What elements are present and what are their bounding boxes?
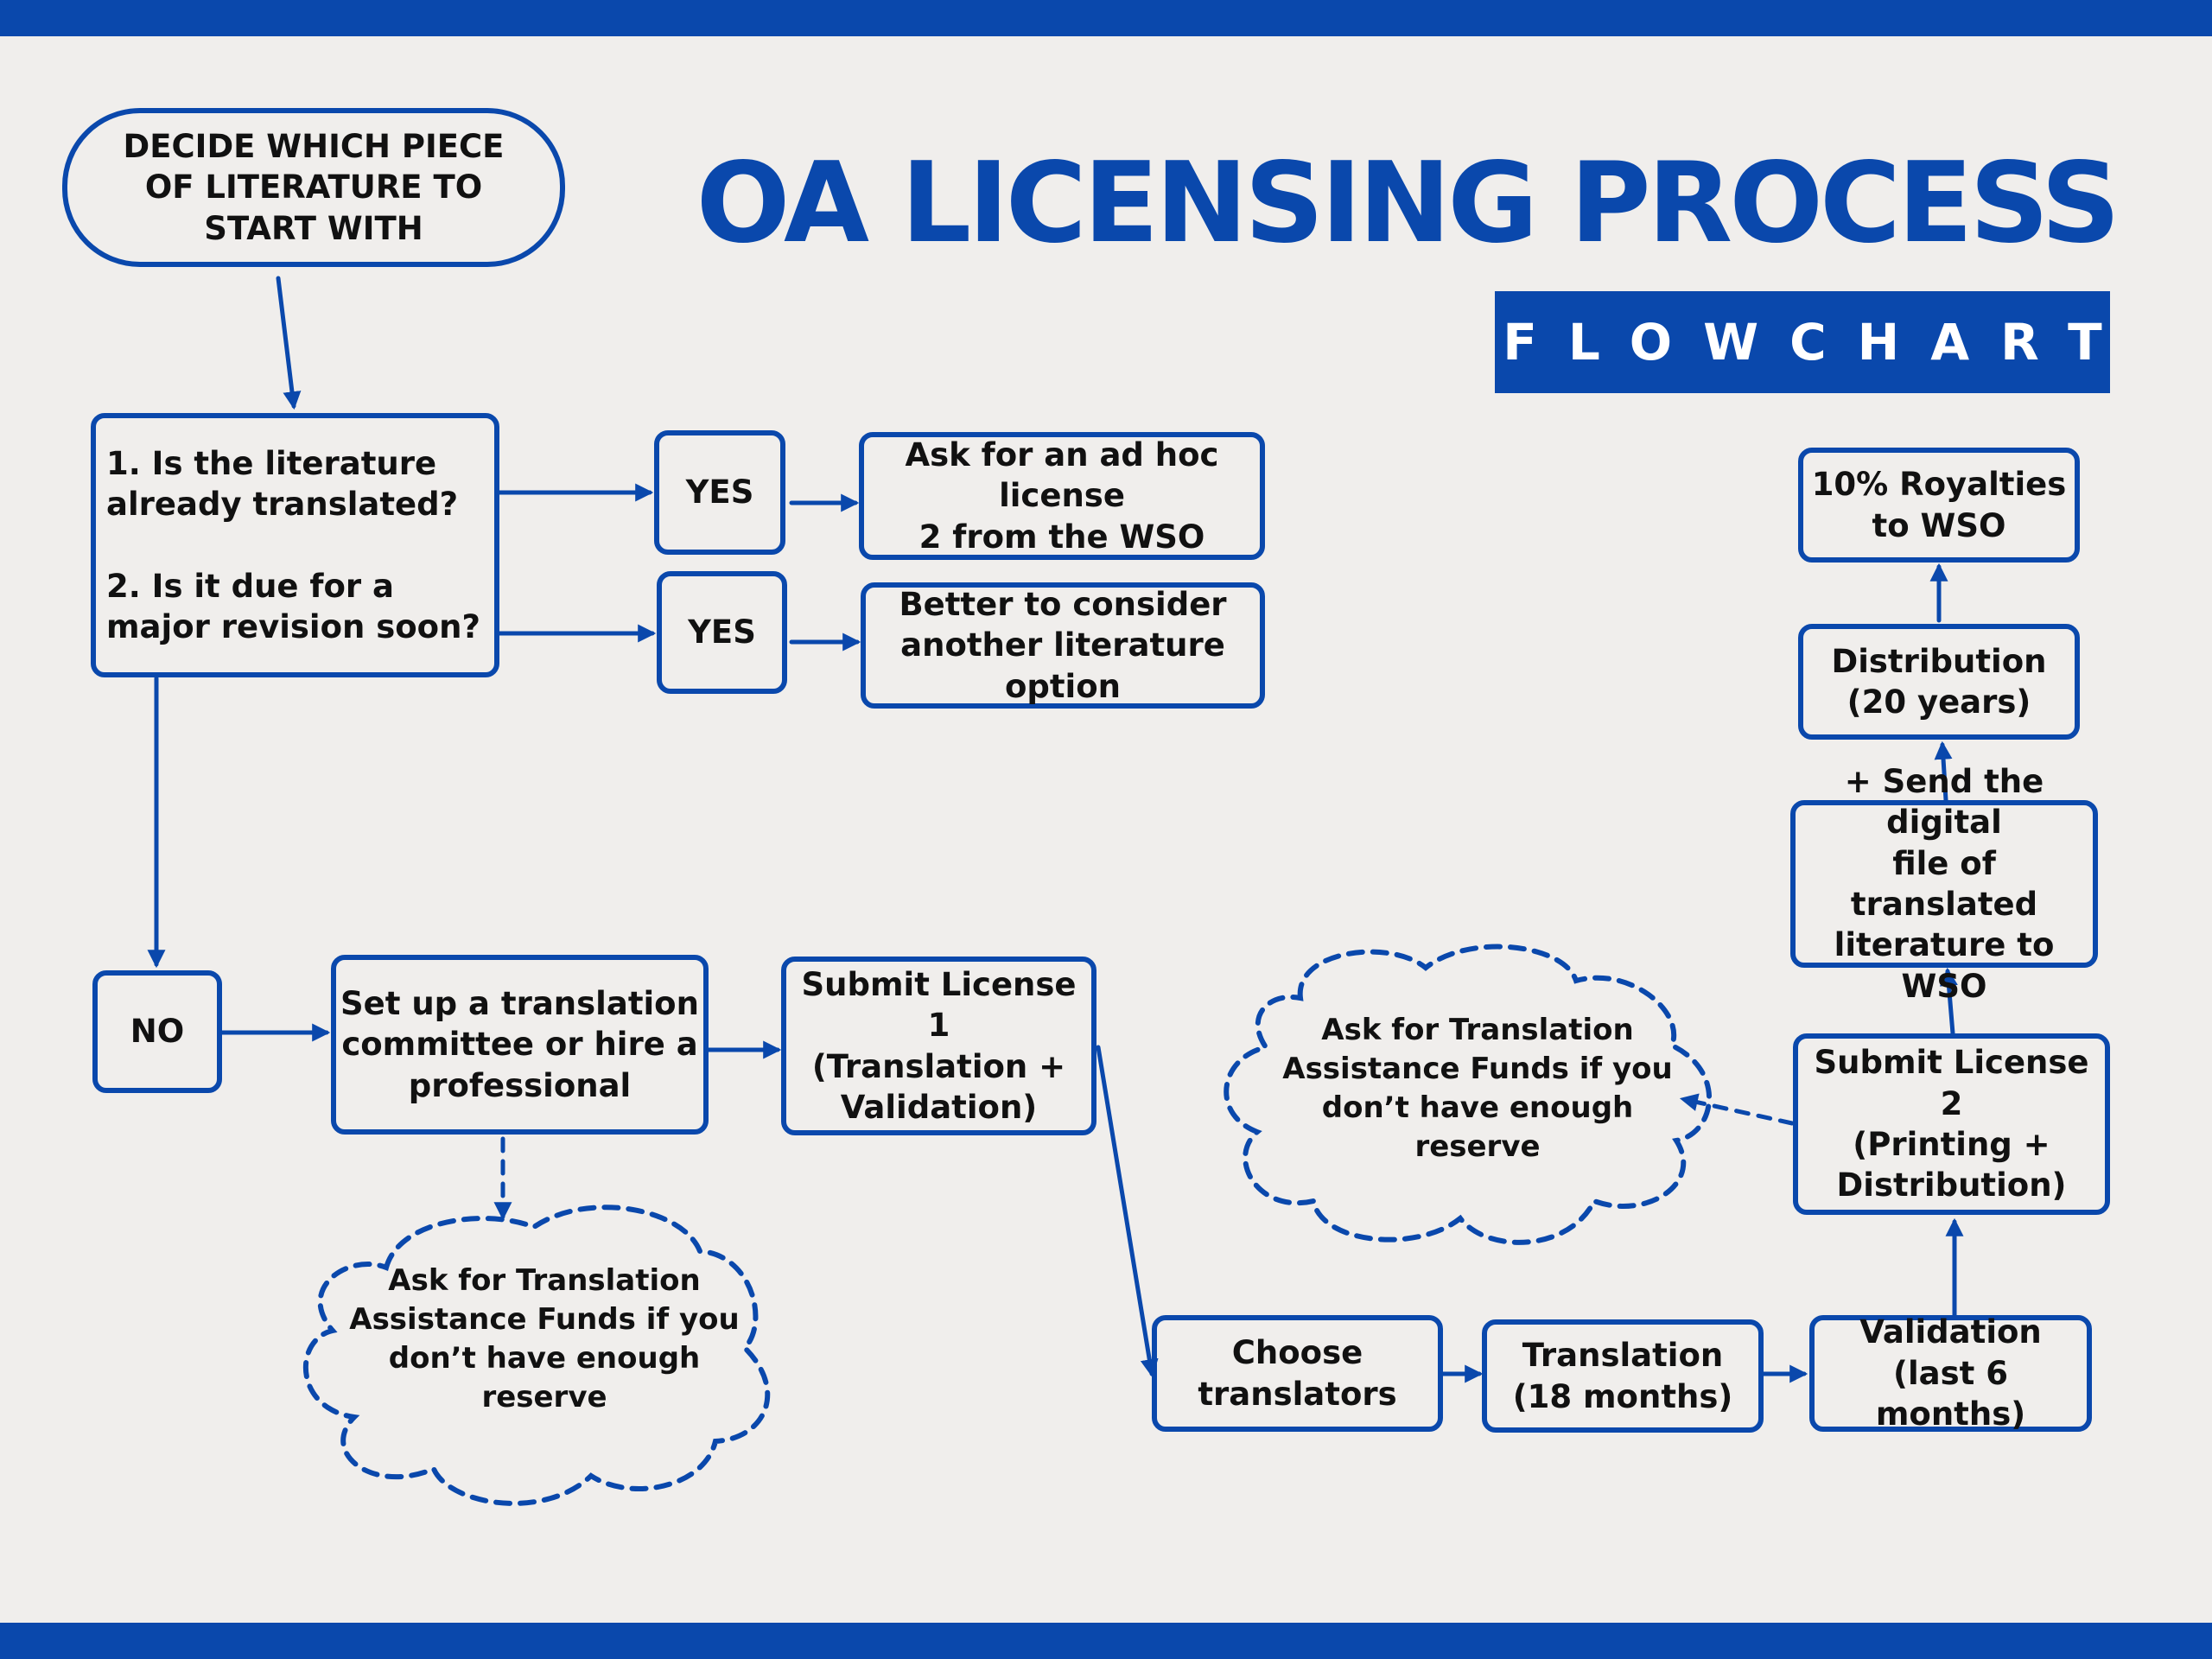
arrow-send-to-distribution	[1934, 741, 1953, 803]
validation-node: Validation (last 6 months)	[1809, 1313, 2092, 1433]
arrow-start-to-questions	[276, 276, 302, 410]
validation-text: Validation (last 6 months)	[1859, 1313, 2042, 1433]
top-band	[0, 0, 2212, 36]
subtitle-text: FLOWCHART	[1503, 313, 2133, 372]
choose-translators-text: Choose translators	[1198, 1334, 1397, 1413]
cloud-right-shape	[1224, 944, 1712, 1245]
ask-adhoc-license-node: Ask for an ad hoc license 2 from the WSO	[859, 432, 1265, 560]
yes-revision-text: YES	[688, 613, 756, 652]
bottom-band	[0, 1623, 2212, 1659]
cloud-left-text: Ask for Translation Assistance Funds if …	[349, 1263, 740, 1414]
arrow-license-2-to-cloud-right	[1679, 1093, 1795, 1126]
distribution-text: Distribution (20 years)	[1831, 642, 2047, 721]
arrow-license-1-to-choose	[1096, 1045, 1159, 1378]
page-title: OA LICENSING PROCESS	[696, 138, 2120, 268]
subtitle-banner: FLOWCHART	[1495, 291, 2110, 393]
send-digital-file-node: + Send the digital file of translated li…	[1790, 763, 2098, 1005]
no-node: NO	[92, 970, 222, 1093]
start-node-text: DECIDE WHICH PIECE OF LITERATURE TO STAR…	[123, 127, 505, 247]
yes-translated-node: YES	[654, 430, 785, 555]
no-node-text: NO	[130, 1013, 185, 1051]
consider-another-text: Better to consider another literature op…	[899, 585, 1227, 705]
questions-node: 1. Is the literature already translated?…	[91, 413, 499, 677]
questions-node-text: 1. Is the literature already translated?…	[106, 444, 480, 646]
consider-another-node: Better to consider another literature op…	[861, 582, 1265, 709]
royalties-node: 10% Royalties to WSO	[1798, 448, 2080, 563]
start-node: DECIDE WHICH PIECE OF LITERATURE TO STAR…	[62, 108, 565, 267]
cloud-right-text: Ask for Translation Assistance Funds if …	[1282, 1013, 1673, 1164]
distribution-node: Distribution (20 years)	[1798, 624, 2080, 740]
translation-node: Translation (18 months)	[1482, 1319, 1764, 1433]
setup-committee-text: Set up a translation committee or hire a…	[340, 984, 699, 1104]
submit-license-2-node: Submit License 2 (Printing + Distributio…	[1793, 1033, 2110, 1215]
choose-translators-node: Choose translators	[1152, 1315, 1443, 1432]
yes-revision-node: YES	[657, 571, 787, 694]
submit-license-1-text: Submit License 1 (Translation + Validati…	[801, 965, 1077, 1126]
royalties-text: 10% Royalties to WSO	[1811, 466, 2067, 544]
setup-committee-node: Set up a translation committee or hire a…	[331, 955, 709, 1135]
translation-text: Translation (18 months)	[1512, 1337, 1733, 1415]
submit-license-2-text: Submit License 2 (Printing + Distributio…	[1814, 1044, 2089, 1205]
yes-translated-text: YES	[685, 474, 754, 512]
ask-adhoc-license-text: Ask for an ad hoc license 2 from the WSO	[905, 435, 1219, 556]
submit-license-1-node: Submit License 1 (Translation + Validati…	[781, 957, 1096, 1135]
cloud-left-shape	[302, 1205, 771, 1506]
arrow-license-2-to-send	[1939, 967, 1958, 1036]
send-digital-file-text: + Send the digital file of translated li…	[1834, 762, 2055, 1005]
